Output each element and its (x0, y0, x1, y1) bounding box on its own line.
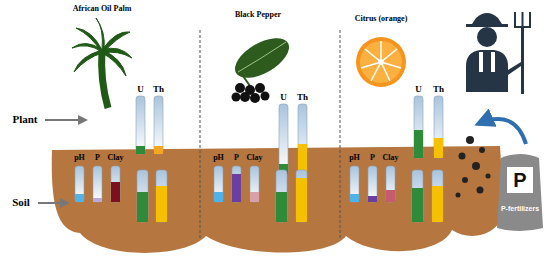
soil-property-label: P (95, 153, 100, 162)
element-label: U (137, 84, 144, 94)
fertilizer-bag: P P-fertilizers (495, 150, 545, 232)
soil-ground (52, 146, 504, 253)
soil-element-tubes (137, 170, 443, 222)
crop-title: Black Pepper (235, 10, 281, 19)
element-label: Th (297, 92, 308, 102)
farmer-icon (466, 12, 531, 94)
soil-property-label: pH (74, 153, 85, 162)
crop-title: Citrus (orange) (355, 14, 408, 23)
plant-tubes (136, 96, 443, 174)
soil-property-label: Clay (383, 153, 399, 162)
bag-label: P-fertilizers (501, 204, 539, 213)
soil-property-label: Clay (247, 153, 263, 162)
soil-property-label: pH (213, 153, 224, 162)
granules (456, 136, 491, 198)
pointer-arrow (45, 119, 86, 121)
element-label: Th (153, 84, 164, 94)
orange-fruit (356, 37, 406, 87)
pointer-arrow (38, 202, 68, 204)
soil-tubes (75, 166, 395, 202)
row-label: Plant (12, 113, 37, 126)
application-arrow (478, 119, 526, 144)
bag-symbol: P (513, 168, 526, 192)
crop-title: African Oil Palm (73, 4, 132, 13)
soil-property-label: Clay (108, 153, 124, 162)
element-label: U (280, 92, 287, 102)
soil-property-label: P (370, 153, 375, 162)
soil-property-label: P (234, 153, 239, 162)
bag-body (497, 154, 543, 231)
separator (200, 30, 201, 240)
palm-tree (72, 18, 132, 108)
element-label: U (415, 84, 422, 94)
separator (340, 30, 341, 240)
pepper-plant (229, 30, 296, 103)
element-label: Th (433, 84, 444, 94)
row-label: Soil (12, 196, 30, 209)
bag-label-patch (507, 167, 533, 193)
soil-property-label: pH (349, 153, 360, 162)
